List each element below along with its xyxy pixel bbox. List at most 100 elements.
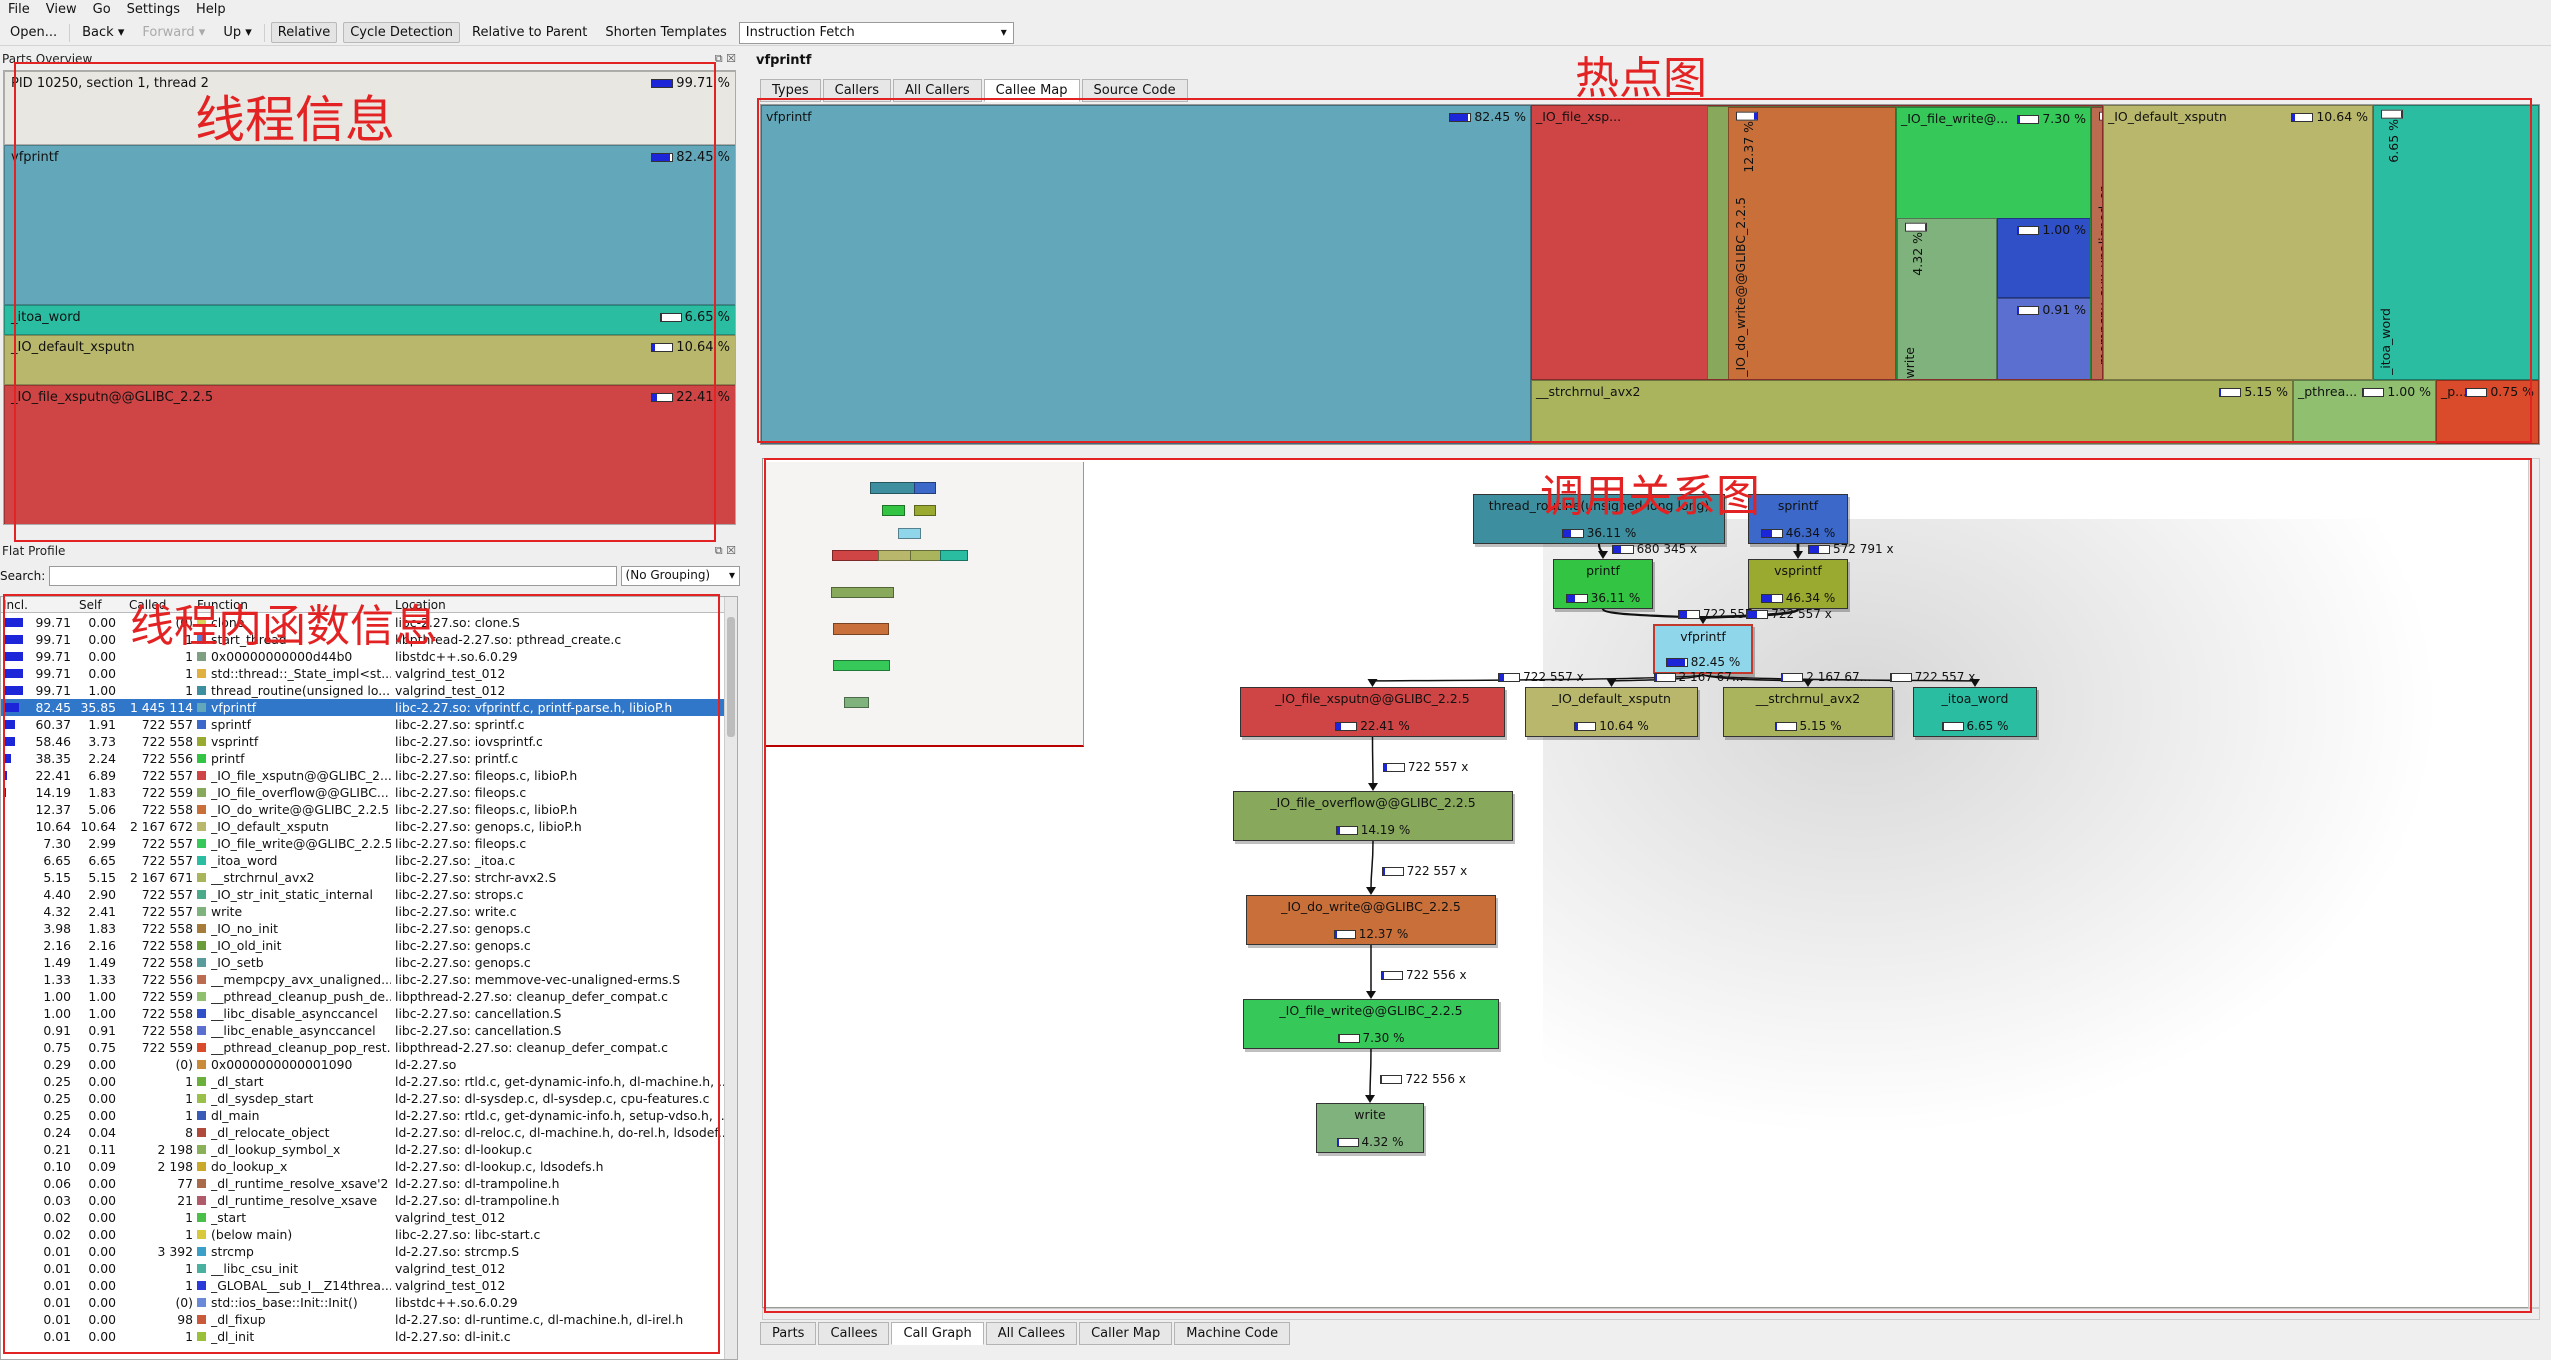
treemap-cell-xsputn[interactable]: _IO_file_xsp...22.41 %12.37 %_IO_do_writ… xyxy=(1531,105,2103,380)
cycle-detection-toggle[interactable]: Cycle Detection xyxy=(343,22,461,43)
tab-callee-map[interactable]: Callee Map xyxy=(983,79,1080,102)
back-button[interactable]: Back ▾ xyxy=(76,23,130,42)
menu-settings[interactable]: Settings xyxy=(126,1,180,17)
menu-help[interactable]: Help xyxy=(195,1,226,17)
graph-node-thread_routine[interactable]: thread_routine(unsigned long long)36.11 … xyxy=(1473,494,1725,544)
vertical-scrollbar[interactable] xyxy=(724,597,737,1359)
tab-machine-code[interactable]: Machine Code xyxy=(1174,1322,1291,1345)
grouping-select[interactable]: (No Grouping)▾ xyxy=(620,566,740,586)
vertical-scrollbar[interactable] xyxy=(2528,458,2540,1308)
tab-parts[interactable]: Parts xyxy=(760,1322,817,1345)
relative-toggle[interactable]: Relative xyxy=(270,22,338,43)
col-function[interactable]: Function xyxy=(197,598,249,612)
tab-callees[interactable]: Callees xyxy=(818,1322,890,1345)
tab-all-callers[interactable]: All Callers xyxy=(893,79,982,102)
tab-callers[interactable]: Callers xyxy=(822,79,892,102)
treemap-cell-dowrite[interactable]: 12.37 %_IO_do_write@@GLIBC_2.2.5 xyxy=(1728,107,1896,379)
col-self[interactable]: Self xyxy=(79,598,102,612)
forward-button[interactable]: Forward ▾ xyxy=(136,23,211,42)
treemap-cell-mempcpy[interactable]: 1.33 %__mempcpy_avx_unaligned_er... xyxy=(2091,107,2102,379)
treemap-cell-write[interactable]: 4.32 %write xyxy=(1897,218,1997,379)
treemap-cell-itoa[interactable]: 6.65 %_itoa_word xyxy=(2373,105,2539,380)
graph-minimap[interactable] xyxy=(766,462,1084,747)
menu-go[interactable]: Go xyxy=(92,1,111,17)
dock-controls-icon[interactable]: ⧉ ☒ xyxy=(714,544,736,557)
menu-view[interactable]: View xyxy=(45,1,77,17)
tab-source-code[interactable]: Source Code xyxy=(1081,79,1188,102)
col-location[interactable]: Location xyxy=(395,598,446,612)
treemap-cell-overflow[interactable]: 12.37 %_IO_do_write@@GLIBC_2.2.5_IO_file… xyxy=(1707,106,2102,379)
treemap-cell-pop[interactable]: _p...0.75 % xyxy=(2436,380,2539,444)
menu-file[interactable]: File xyxy=(8,1,30,17)
event-type-select[interactable]: Instruction Fetch xyxy=(738,21,1014,44)
open-button[interactable]: Open... xyxy=(10,25,58,40)
col-incl[interactable]: Incl. xyxy=(3,598,28,612)
up-button[interactable]: Up ▾ xyxy=(217,23,257,42)
treemap-cell-pthrea[interactable]: _pthrea...1.00 % xyxy=(2293,380,2436,444)
tab-caller-map[interactable]: Caller Map xyxy=(1079,1322,1173,1345)
tab-call-graph[interactable]: Call Graph xyxy=(891,1322,984,1345)
scroll-thumb[interactable] xyxy=(727,617,735,737)
relative-to-parent-toggle[interactable]: Relative to Parent xyxy=(472,25,588,40)
